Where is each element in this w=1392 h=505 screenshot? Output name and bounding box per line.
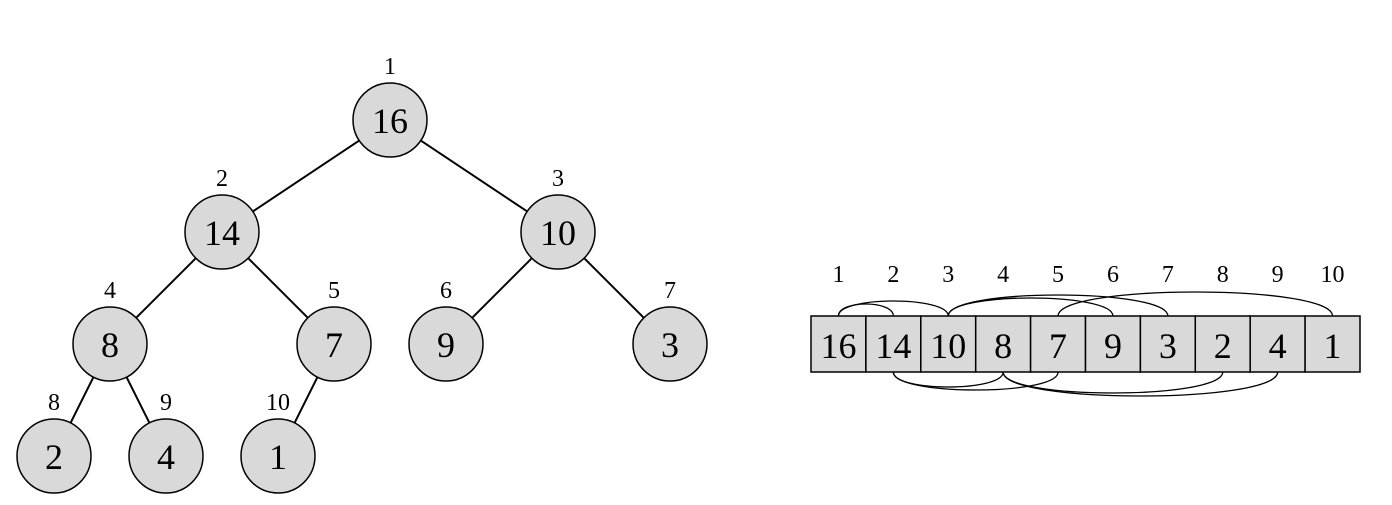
node-value: 16 <box>372 101 408 141</box>
node-index: 4 <box>104 278 116 304</box>
tree-edge <box>125 376 151 424</box>
node-value: 10 <box>540 213 576 253</box>
node-circle <box>128 418 204 494</box>
child-arc <box>837 300 949 317</box>
heap-array: 16 1 14 2 10 3 8 4 7 5 9 6 3 7 2 8 4 9 1 10 <box>810 262 1361 397</box>
child-arc <box>892 371 1004 388</box>
tree-edge <box>247 257 309 319</box>
tree-node: 84 <box>72 278 148 382</box>
array-cell: 9 <box>1084 315 1142 373</box>
cell-value: 8 <box>994 326 1012 366</box>
node-circle <box>16 418 92 494</box>
node-value: 3 <box>661 325 679 365</box>
array-index: 4 <box>997 262 1009 288</box>
tree-node: 28 <box>16 390 92 494</box>
child-arc <box>837 303 894 317</box>
node-index: 6 <box>440 278 452 304</box>
cell-box <box>1029 315 1087 373</box>
node-index: 3 <box>552 166 564 192</box>
cell-value: 1 <box>1324 326 1342 366</box>
tree-edge <box>135 257 197 319</box>
node-circle <box>240 418 316 494</box>
tree-node: 96 <box>408 278 484 382</box>
child-arc <box>1057 291 1334 317</box>
cell-box <box>1194 315 1251 373</box>
node-index: 2 <box>216 166 228 192</box>
node-circle <box>352 82 428 158</box>
cell-box <box>1084 315 1142 373</box>
node-value: 8 <box>101 325 119 365</box>
node-value: 1 <box>269 437 287 477</box>
array-index: 10 <box>1321 262 1345 288</box>
node-circle <box>520 194 596 270</box>
tree-node: 14 2 <box>184 166 260 270</box>
array-index: 9 <box>1272 262 1284 288</box>
node-circle <box>296 306 372 382</box>
cell-value: 14 <box>875 326 911 366</box>
cell-value: 10 <box>930 326 966 366</box>
cell-box <box>1249 315 1306 373</box>
node-index: 9 <box>160 390 172 416</box>
tree-edge <box>293 376 319 424</box>
node-circle <box>408 306 484 382</box>
array-cell: 16 <box>810 315 867 373</box>
tree-node: 75 <box>296 278 372 382</box>
cell-value: 3 <box>1159 326 1177 366</box>
tree-edge <box>252 139 360 213</box>
tree-node: 16 1 <box>352 54 428 158</box>
tree-edge <box>69 376 95 424</box>
node-index: 7 <box>664 278 676 304</box>
node-circle <box>72 306 148 382</box>
cell-value: 16 <box>820 326 856 366</box>
node-value: 14 <box>204 213 240 253</box>
array-cell: 3 <box>1139 315 1197 373</box>
node-index: 8 <box>48 390 60 416</box>
node-value: 9 <box>437 325 455 365</box>
child-arc <box>892 371 1059 391</box>
cell-value: 4 <box>1269 326 1287 366</box>
array-index: 8 <box>1217 262 1229 288</box>
tree-node: 10 3 <box>520 166 596 270</box>
tree-node: 37 <box>632 278 708 382</box>
array-index: 1 <box>832 262 844 288</box>
array-index: 3 <box>942 262 954 288</box>
tree-node: 49 <box>128 390 204 494</box>
tree-edge <box>583 257 645 319</box>
node-circle <box>184 194 260 270</box>
tree-node: 1 10 <box>240 390 316 494</box>
tree-edge <box>420 139 528 213</box>
node-value: 7 <box>325 325 343 365</box>
node-circle <box>632 306 708 382</box>
array-cell: 14 <box>865 315 922 373</box>
array-index: 5 <box>1052 262 1064 288</box>
array-cell: 7 <box>1029 315 1087 373</box>
child-arc <box>947 294 1169 317</box>
node-value: 4 <box>157 437 175 477</box>
array-cell: 10 <box>920 315 977 373</box>
tree-edge <box>471 257 533 319</box>
array-index: 6 <box>1107 262 1119 288</box>
node-index: 10 <box>266 390 290 416</box>
child-arc <box>1002 371 1279 397</box>
cell-value: 9 <box>1104 326 1122 366</box>
array-index: 7 <box>1162 262 1174 288</box>
node-index: 1 <box>384 54 396 80</box>
cell-box <box>974 315 1032 373</box>
node-value: 2 <box>45 437 63 477</box>
cell-value: 2 <box>1214 326 1232 366</box>
array-cell: 8 <box>974 315 1032 373</box>
array-cell: 2 <box>1194 315 1251 373</box>
child-arc <box>1002 371 1224 394</box>
array-cell: 4 <box>1249 315 1306 373</box>
array-index: 2 <box>887 262 899 288</box>
array-cell: 1 <box>1304 315 1361 373</box>
cell-value: 7 <box>1049 326 1067 366</box>
node-index: 5 <box>328 278 340 304</box>
